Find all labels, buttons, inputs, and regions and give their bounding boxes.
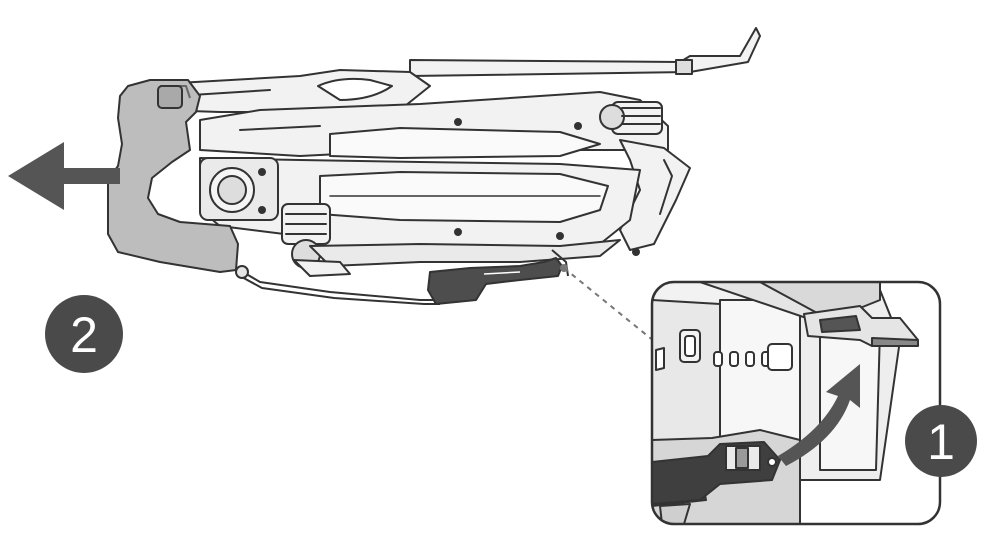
camera-gimbal xyxy=(199,157,279,221)
step-badge-1: 1 xyxy=(905,405,977,477)
motor-top-right xyxy=(599,101,663,135)
arrow-curved-up-icon xyxy=(778,364,860,466)
callout-leader-line xyxy=(563,267,661,347)
step-badge-2: 2 xyxy=(45,295,123,373)
step-number-1: 1 xyxy=(927,414,955,470)
detail-inset xyxy=(650,280,942,526)
lower-strap xyxy=(235,265,440,305)
arrow-left-icon xyxy=(8,142,120,210)
step-number-2: 2 xyxy=(70,307,98,363)
upper-strap xyxy=(409,27,761,77)
gimbal-guard xyxy=(107,79,239,273)
drone-illustration xyxy=(159,27,761,277)
drone-body-bottom xyxy=(309,239,621,267)
lower-clip xyxy=(427,249,569,305)
